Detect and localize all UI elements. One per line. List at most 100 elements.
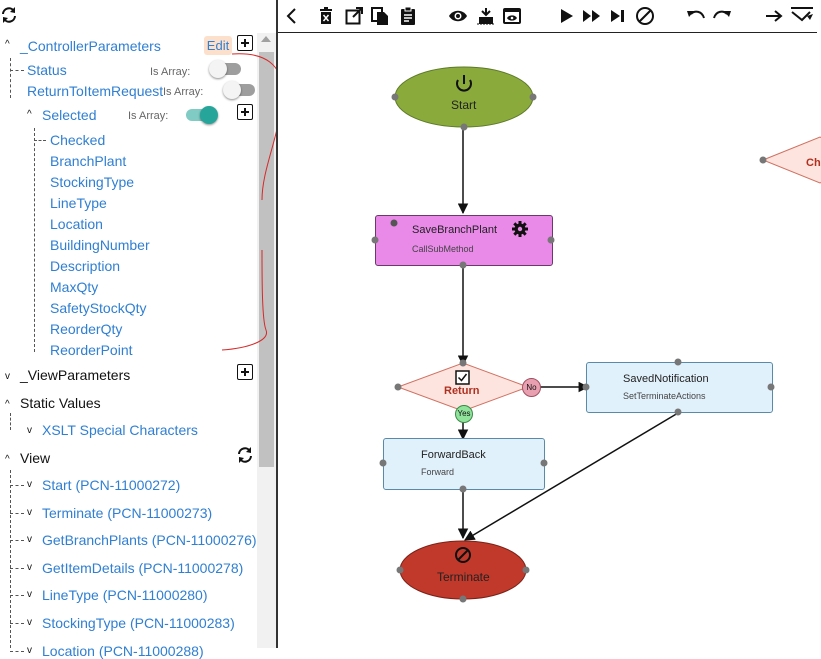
- tree-connector: [10, 512, 24, 514]
- is-array-label: Is Array:: [163, 86, 204, 98]
- tree-connector: [10, 413, 11, 430]
- field-item[interactable]: Description: [50, 258, 121, 274]
- expand-chevron-icon[interactable]: v: [27, 479, 32, 490]
- field-item[interactable]: BranchPlant: [50, 153, 127, 169]
- field-item[interactable]: ReorderQty: [50, 321, 123, 337]
- tree-connector: [10, 70, 24, 71]
- tree-connector: [34, 128, 35, 352]
- forward-back-node[interactable]: [383, 438, 545, 490]
- collapse-chevron-icon[interactable]: ^: [27, 109, 32, 120]
- view-item[interactable]: Terminate (PCN-11000273): [42, 504, 213, 521]
- xslt-special-characters-node[interactable]: XSLT Special Characters: [42, 422, 198, 438]
- edit-button[interactable]: Edit: [204, 36, 232, 55]
- expand-chevron-icon[interactable]: v: [27, 425, 32, 436]
- refresh-icon[interactable]: [0, 6, 18, 24]
- save-node-title: SaveBranchPlant: [412, 224, 497, 236]
- terminate-node[interactable]: [396, 538, 532, 604]
- undo-icon[interactable]: [686, 6, 706, 26]
- tree-connector: [10, 470, 11, 648]
- expand-chevron-icon[interactable]: v: [27, 506, 32, 518]
- collapse-chevron-icon[interactable]: ^: [5, 399, 10, 410]
- play-icon[interactable]: [556, 6, 576, 26]
- return-to-item-request-node[interactable]: ReturnToItemRequest: [27, 83, 164, 99]
- expand-chevron-icon[interactable]: v: [27, 561, 32, 573]
- toolbar: [278, 0, 817, 33]
- checkbox-icon: [455, 370, 470, 385]
- start-node[interactable]: [391, 64, 537, 131]
- field-item[interactable]: StockingType: [50, 174, 135, 190]
- tree-connector: [34, 140, 46, 141]
- terminate-node-label: Terminate: [437, 570, 490, 584]
- is-array-label: Is Array:: [150, 66, 191, 78]
- add-icon[interactable]: [237, 364, 253, 380]
- partial-decision-node[interactable]: [758, 136, 821, 187]
- add-icon[interactable]: [237, 104, 253, 120]
- field-item[interactable]: LineType: [50, 195, 107, 211]
- power-icon: [456, 75, 472, 92]
- field-item[interactable]: SafetyStockQty: [50, 300, 147, 316]
- tree-connector: [10, 58, 11, 98]
- copy-icon[interactable]: [370, 6, 390, 26]
- view-node[interactable]: View: [20, 450, 51, 466]
- return-node-label: Return: [444, 385, 480, 397]
- edge-notification-terminate: [464, 412, 679, 541]
- expand-chevron-icon[interactable]: v: [27, 589, 32, 601]
- scroll-up-icon[interactable]: [261, 36, 271, 42]
- controller-parameters-node[interactable]: _ControllerParameters: [20, 38, 161, 54]
- expand-chevron-icon[interactable]: v: [27, 644, 32, 656]
- field-item[interactable]: BuildingNumber: [50, 237, 150, 253]
- redo-icon[interactable]: [712, 6, 732, 26]
- node-ports: [582, 358, 775, 416]
- view-item[interactable]: GetItemDetails (PCN-11000278): [42, 559, 244, 576]
- arrow-right-icon[interactable]: [764, 6, 784, 26]
- refresh-icon[interactable]: [236, 446, 254, 464]
- open-external-icon[interactable]: [344, 6, 364, 26]
- view-item[interactable]: Start (PCN-11000272): [42, 477, 181, 493]
- stop-icon[interactable]: [635, 6, 655, 26]
- view-item[interactable]: Location (PCN-11000288): [42, 642, 204, 659]
- gear-icon[interactable]: [511, 220, 529, 238]
- view-item[interactable]: StockingType (PCN-11000283): [42, 615, 235, 631]
- node-ports: [379, 459, 548, 493]
- field-item[interactable]: ReorderPoint: [50, 342, 133, 358]
- yes-branch-port[interactable]: Yes: [455, 405, 473, 423]
- chevron-left-icon[interactable]: [282, 6, 302, 26]
- expand-chevron-icon[interactable]: v: [27, 534, 32, 546]
- tree-connector: [10, 485, 24, 486]
- static-values-node[interactable]: Static Values: [20, 395, 101, 411]
- no-branch-port[interactable]: No: [522, 378, 541, 397]
- flow-canvas[interactable]: Start SaveBranchPlant CallSubMethod Retu…: [278, 33, 821, 648]
- expand-chevron-icon[interactable]: v: [5, 371, 10, 382]
- debug-icon[interactable]: [476, 6, 496, 26]
- forward-node-title: ForwardBack: [421, 449, 486, 461]
- partial-node-label: Ch: [806, 157, 821, 169]
- delete-icon[interactable]: [316, 6, 336, 26]
- is-array-toggle[interactable]: [186, 106, 218, 124]
- add-icon[interactable]: [237, 35, 253, 51]
- collapse-chevron-icon[interactable]: ^: [5, 39, 10, 50]
- selected-node[interactable]: Selected: [42, 107, 97, 123]
- status-node[interactable]: Status: [27, 62, 67, 78]
- is-array-toggle[interactable]: [209, 60, 241, 78]
- field-item[interactable]: Location: [50, 216, 103, 232]
- forward-node-subtitle: Forward: [421, 467, 455, 477]
- collapse-chevron-icon[interactable]: ^: [5, 454, 10, 465]
- stop-icon: [455, 547, 471, 563]
- field-item[interactable]: Checked: [50, 132, 106, 148]
- is-array-label: Is Array:: [128, 110, 169, 122]
- return-decision-node[interactable]: [394, 359, 542, 421]
- view-parameters-node[interactable]: _ViewParameters: [20, 367, 131, 383]
- preview-icon[interactable]: [502, 6, 522, 26]
- tree-connector: [10, 595, 24, 597]
- view-icon[interactable]: [448, 6, 468, 26]
- field-item[interactable]: MaxQty: [50, 279, 99, 295]
- view-item[interactable]: LineType (PCN-11000280): [42, 587, 208, 604]
- expand-chevron-icon[interactable]: v: [27, 617, 32, 628]
- fast-forward-icon[interactable]: [582, 6, 602, 26]
- clipboard-icon[interactable]: [398, 6, 418, 26]
- is-array-toggle[interactable]: [223, 81, 255, 99]
- route-icon[interactable]: [790, 6, 814, 26]
- view-item[interactable]: GetBranchPlants (PCN-11000276): [42, 532, 257, 549]
- panel-divider[interactable]: [276, 0, 278, 648]
- step-icon[interactable]: [608, 6, 628, 26]
